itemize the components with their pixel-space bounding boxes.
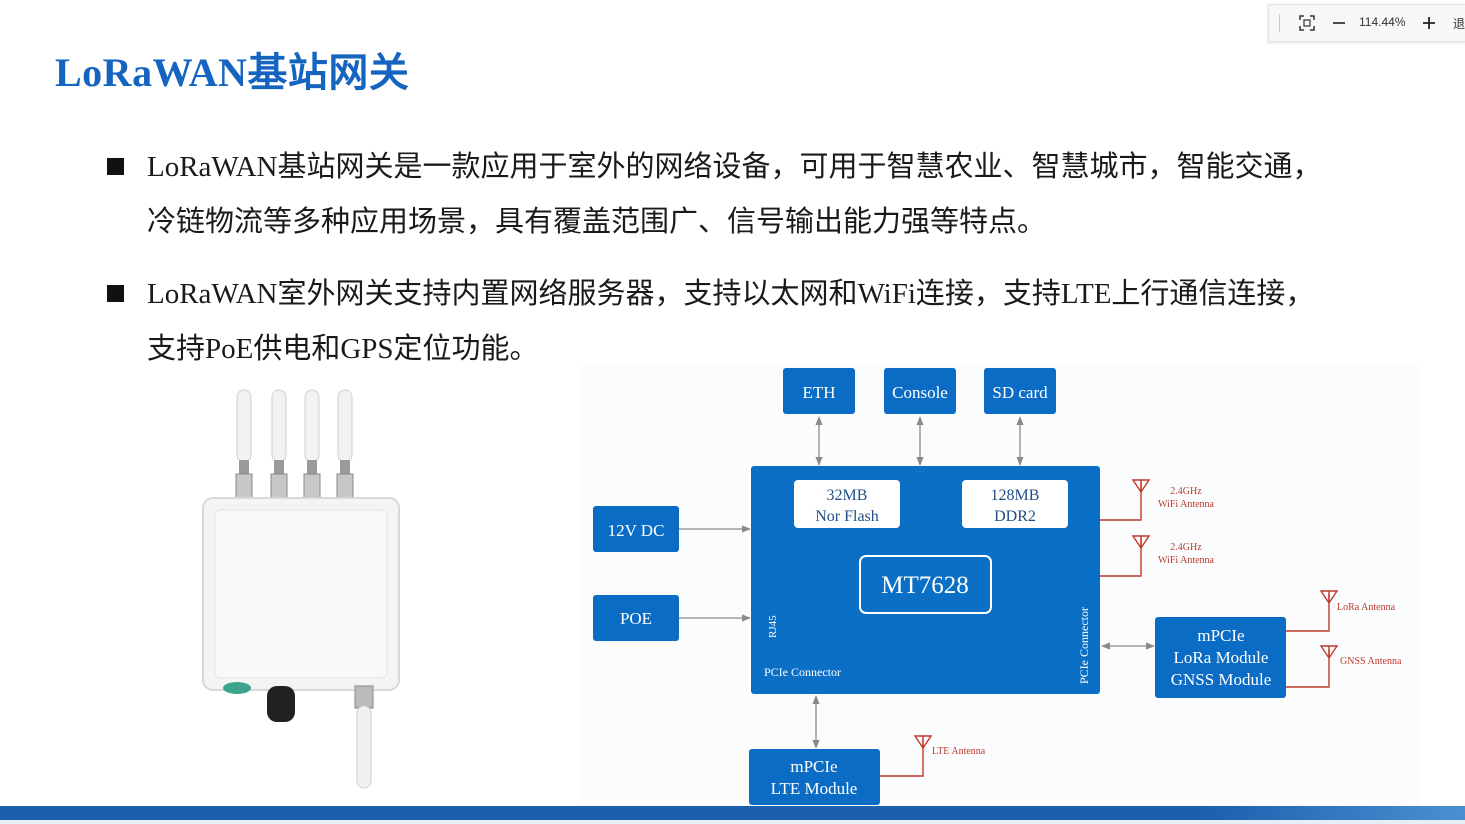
zoom-level: 114.44% xyxy=(1359,15,1406,29)
lora-module-line1: mPCIe xyxy=(1197,626,1244,645)
lte-antenna-icon xyxy=(913,735,933,750)
device-cable-gland xyxy=(267,686,295,722)
bullet-list: LoRaWAN基站网关是一款应用于室外的网络设备，可用于智慧农业、智慧城市，智能… xyxy=(105,140,1385,394)
sdcard-label: SD card xyxy=(992,383,1048,402)
lora-antenna-icon xyxy=(1319,590,1339,605)
device-antenna-bottom xyxy=(354,685,374,789)
footer-bar-main xyxy=(0,806,1200,820)
wifi-antenna-1-lead xyxy=(1100,482,1142,521)
main-board: 32MB Nor Flash 128MB DDR2 MT7628 RJ45 PC… xyxy=(751,466,1100,694)
pcie-bottom-label: PCIe Connector xyxy=(764,665,841,679)
square-bullet-icon xyxy=(107,285,124,302)
eth-label: ETH xyxy=(802,383,835,402)
diagram-connectors xyxy=(679,416,1155,749)
lora-antenna-label: LoRa Antenna xyxy=(1337,602,1396,613)
ddr2-label: DDR2 xyxy=(994,508,1036,525)
console-box: Console xyxy=(884,368,956,414)
lte-module-box: mPCIe LTE Module xyxy=(749,749,880,805)
gnss-antenna-icon xyxy=(1319,645,1339,660)
fit-screen-icon-glyph xyxy=(1299,15,1315,31)
fit-screen-icon[interactable] xyxy=(1297,13,1317,33)
bullet-line: 冷链物流等多种应用场景，具有覆盖范围广、信号输出能力强等特点。 xyxy=(147,206,1047,238)
ddr2-size: 128MB xyxy=(991,487,1040,504)
bullet-line: 支持PoE供电和GPS定位功能。 xyxy=(147,333,539,365)
lte-antenna-label: LTE Antenna xyxy=(932,746,986,757)
lte-module-line2: LTE Module xyxy=(771,779,858,798)
square-bullet-icon xyxy=(107,158,124,175)
lora-module-line3: GNSS Module xyxy=(1171,670,1272,689)
block-diagram: ETH Console SD card 12V DC POE 32MB Nor … xyxy=(578,362,1418,808)
nor-flash-label: Nor Flash xyxy=(815,508,879,525)
poe-label: POE xyxy=(620,609,652,628)
footer-bar xyxy=(0,806,1465,824)
eth-box: ETH xyxy=(783,368,855,414)
exit-button[interactable]: 退 xyxy=(1453,17,1465,31)
dc-label: 12V DC xyxy=(608,521,665,540)
bullet-item: LoRaWAN基站网关是一款应用于室外的网络设备，可用于智慧农业、智慧城市，智能… xyxy=(105,140,1385,250)
gnss-antenna-label: GNSS Antenna xyxy=(1340,656,1402,667)
minus-glyph xyxy=(1333,22,1345,24)
dc-box: 12V DC xyxy=(593,506,679,552)
device-port-green xyxy=(223,682,251,694)
bullet-item: LoRaWAN室外网关支持内置网络服务器，支持以太网和WiFi连接，支持LTE上… xyxy=(105,267,1385,377)
wifi-antenna-2-label: WiFi Antenna xyxy=(1158,555,1215,566)
console-label: Console xyxy=(892,383,948,402)
footer-bar-fade xyxy=(1200,806,1465,820)
lora-antenna-lead xyxy=(1286,594,1330,632)
poe-box: POE xyxy=(593,595,679,641)
gateway-device-image xyxy=(202,389,400,789)
plus-glyph xyxy=(1423,17,1435,29)
lora-module-box: mPCIe LoRa Module GNSS Module xyxy=(1155,617,1286,698)
wifi-antenna-2-icon xyxy=(1131,535,1151,550)
gnss-antenna-lead xyxy=(1286,649,1330,688)
sdcard-box: SD card xyxy=(984,368,1056,414)
slide-title: LoRaWAN基站网关 xyxy=(55,50,410,95)
pcie-right-label: PCIe Connector xyxy=(1077,607,1091,684)
bullet-line: LoRaWAN室外网关支持内置网络服务器，支持以太网和WiFi连接，支持LTE上… xyxy=(147,278,1315,310)
wifi-antenna-1-label: WiFi Antenna xyxy=(1158,499,1215,510)
lte-antenna-lead xyxy=(880,740,924,777)
rj45-label: RJ45 xyxy=(767,615,779,638)
device-lid xyxy=(214,509,388,679)
antenna-leads xyxy=(880,479,1339,777)
soc-label: MT7628 xyxy=(881,572,969,599)
lte-module-line1: mPCIe xyxy=(790,757,837,776)
wifi-antenna-1-freq: 2.4GHz xyxy=(1170,486,1202,497)
lora-module-line2: LoRa Module xyxy=(1174,648,1269,667)
device-antennas-top xyxy=(235,389,354,503)
wifi-antenna-2-freq: 2.4GHz xyxy=(1170,542,1202,553)
zoom-out-icon[interactable] xyxy=(1329,13,1349,33)
wifi-antenna-2-lead xyxy=(1100,538,1142,577)
zoom-toolbar: 114.44% 退 xyxy=(1268,4,1465,42)
footer-bar-underline xyxy=(0,820,1465,824)
zoom-in-icon[interactable] xyxy=(1419,13,1439,33)
toolbar-divider xyxy=(1279,14,1280,32)
nor-flash-size: 32MB xyxy=(827,487,868,504)
bullet-line: LoRaWAN基站网关是一款应用于室外的网络设备，可用于智慧农业、智慧城市，智能… xyxy=(147,151,1322,183)
wifi-antenna-1-icon xyxy=(1131,479,1151,494)
